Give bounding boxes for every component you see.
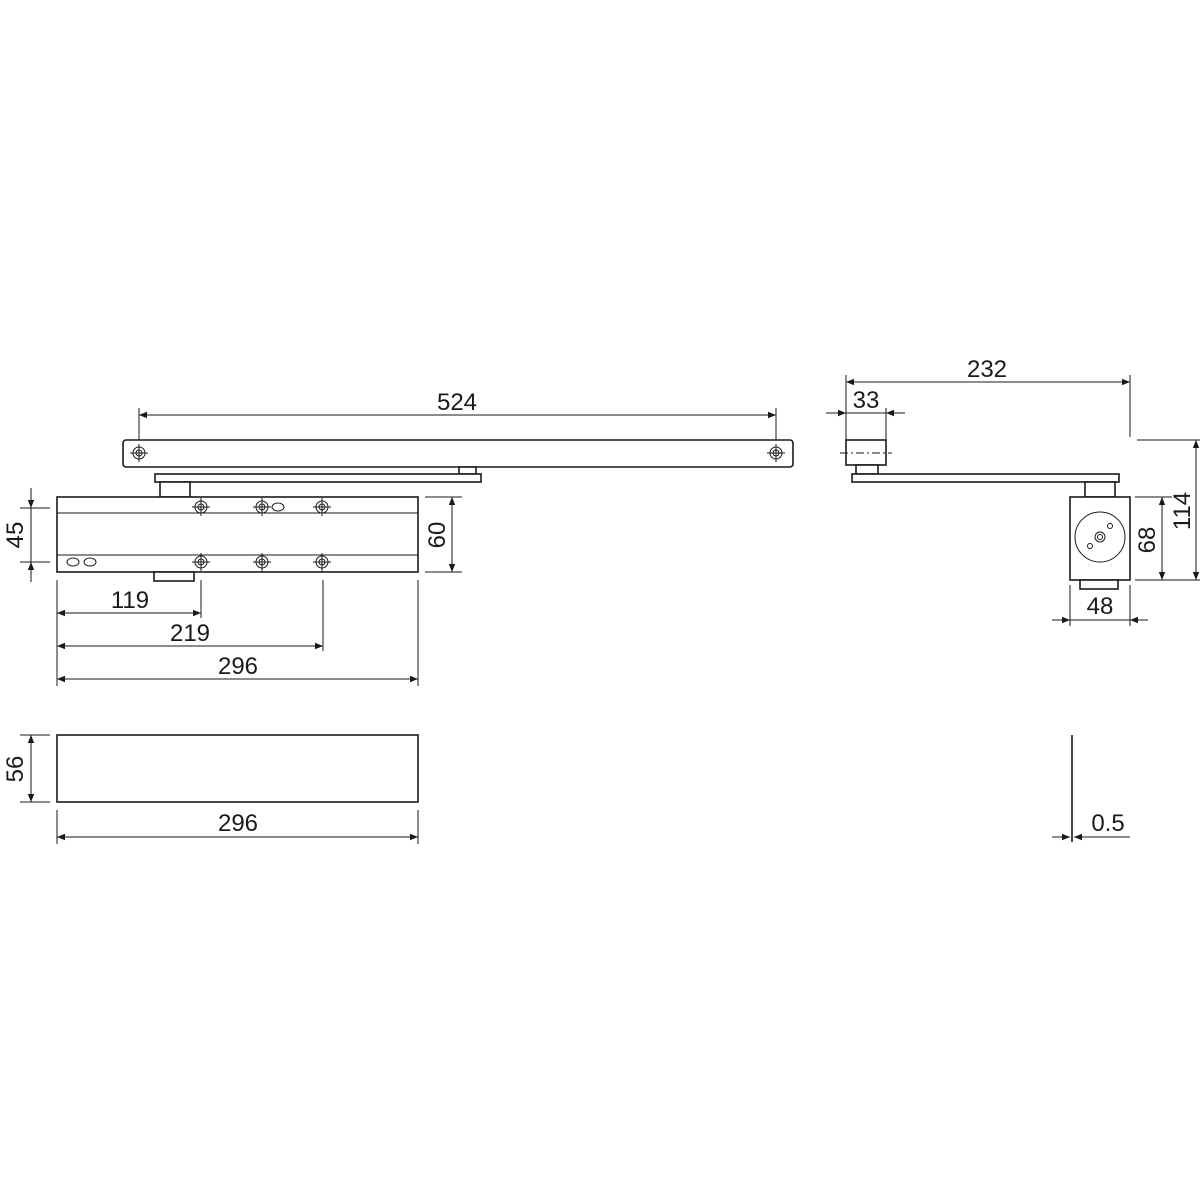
pinion-icon bbox=[1074, 511, 1126, 563]
dim-cover-offset: 0.5 bbox=[1091, 810, 1124, 837]
side-arm bbox=[851, 473, 1120, 483]
dim-body-depth: 48 bbox=[1087, 593, 1114, 620]
valve-icon bbox=[66, 557, 80, 567]
valve-icon bbox=[271, 502, 285, 512]
slide-rail bbox=[154, 473, 482, 483]
arm bbox=[122, 439, 794, 468]
dim-body-length: 296 bbox=[218, 653, 258, 680]
dim-mount-height: 45 bbox=[2, 522, 29, 549]
front-view: 524 45 60 119 219 296 bbox=[2, 389, 794, 686]
dim-side-arm-reach: 232 bbox=[967, 356, 1007, 383]
dim-arm-shoe-width: 33 bbox=[853, 387, 880, 414]
dim-body-height: 60 bbox=[424, 522, 451, 549]
closer-body bbox=[56, 496, 419, 573]
cover bbox=[56, 734, 419, 803]
dim-hole-2: 219 bbox=[170, 620, 210, 647]
valve-icon bbox=[83, 557, 97, 567]
dim-cover-height: 56 bbox=[2, 756, 29, 783]
side-view: 232 33 68 114 48 bbox=[826, 356, 1200, 626]
dim-hole-1: 119 bbox=[111, 587, 149, 614]
cover-view: 56 296 0.5 bbox=[2, 734, 1130, 844]
dim-cover-length: 296 bbox=[218, 810, 258, 837]
dim-total-height: 114 bbox=[1169, 492, 1196, 530]
bottom-spindle bbox=[153, 571, 195, 582]
dim-side-body-height: 68 bbox=[1134, 527, 1161, 554]
arm-joint bbox=[458, 466, 477, 475]
spindle bbox=[159, 481, 191, 498]
dim-arm-length: 524 bbox=[437, 389, 477, 416]
side-body bbox=[1069, 496, 1131, 581]
